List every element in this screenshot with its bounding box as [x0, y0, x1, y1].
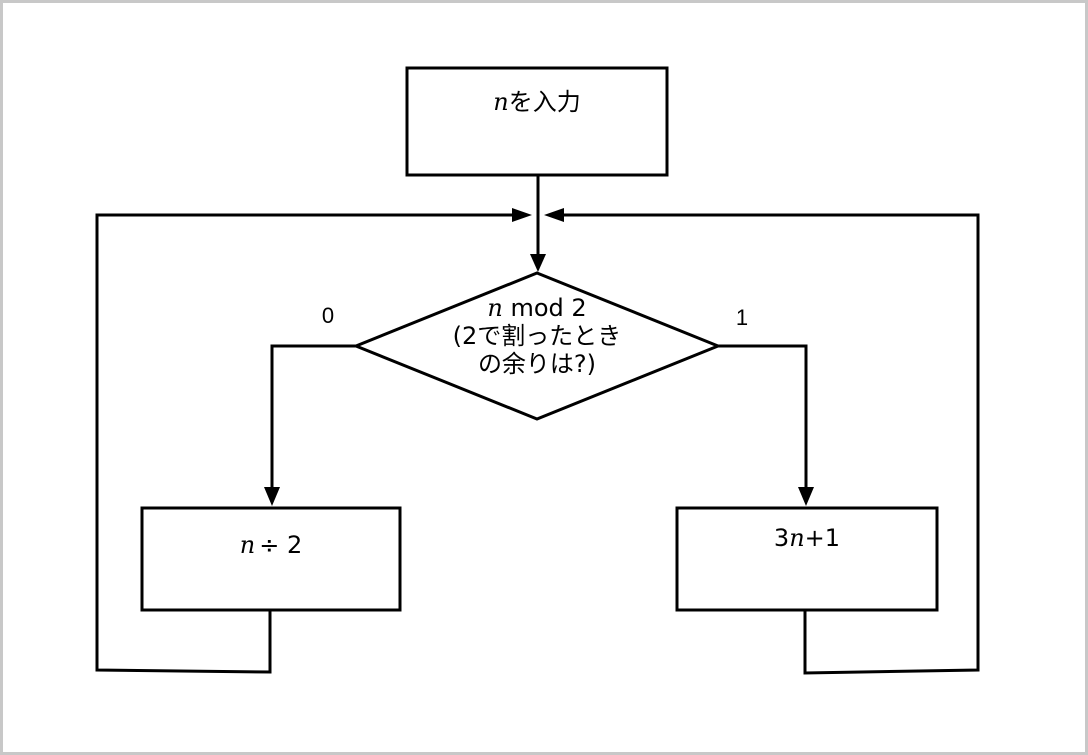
right-box-shape — [675, 506, 939, 612]
branch-label-zero: 0 — [322, 303, 334, 328]
start-box-var: n — [493, 88, 508, 116]
left-box-shape — [140, 506, 402, 612]
arrowhead-loop-right — [544, 208, 564, 222]
right-box-var: n — [789, 524, 804, 552]
left-box-text: ÷ 2 — [259, 531, 302, 559]
arrowhead-to-left-box — [264, 487, 280, 506]
connector-branch-right — [718, 344, 808, 492]
decision-line1: n mod 2 — [487, 294, 586, 322]
decision-line3: の余りは?) — [478, 350, 596, 378]
start-box-label: nを入力 — [493, 88, 580, 116]
connector-loop-left — [95, 213, 524, 674]
right-box-suffix: +1 — [805, 524, 840, 552]
start-box-text: を入力 — [509, 88, 581, 116]
decision-shape — [351, 271, 723, 421]
left-box-var: n — [240, 531, 255, 559]
connectors — [95, 175, 980, 675]
decision-line2: (2で割ったとき — [453, 322, 622, 350]
right-box-prefix: 3 — [774, 524, 789, 552]
arrowhead-to-right-box — [798, 487, 814, 506]
decision-node: n mod 2 (2で割ったとき の余りは?) — [351, 271, 723, 421]
connector-loop-right — [552, 213, 980, 675]
right-box-label: 3n+1 — [774, 524, 840, 552]
left-box: n÷ 2 — [140, 506, 402, 612]
branch-label-one: 1 — [736, 305, 748, 330]
connector-branch-left — [270, 344, 356, 492]
decision-mod-text: mod 2 — [503, 294, 587, 322]
start-box-shape — [405, 66, 669, 177]
arrowhead-loop-left — [512, 208, 532, 222]
left-box-label: n÷ 2 — [240, 531, 302, 559]
start-box: nを入力 — [405, 66, 669, 177]
right-box: 3n+1 — [675, 506, 939, 612]
decision-var: n — [487, 294, 502, 322]
arrowhead-to-decision — [530, 254, 546, 272]
